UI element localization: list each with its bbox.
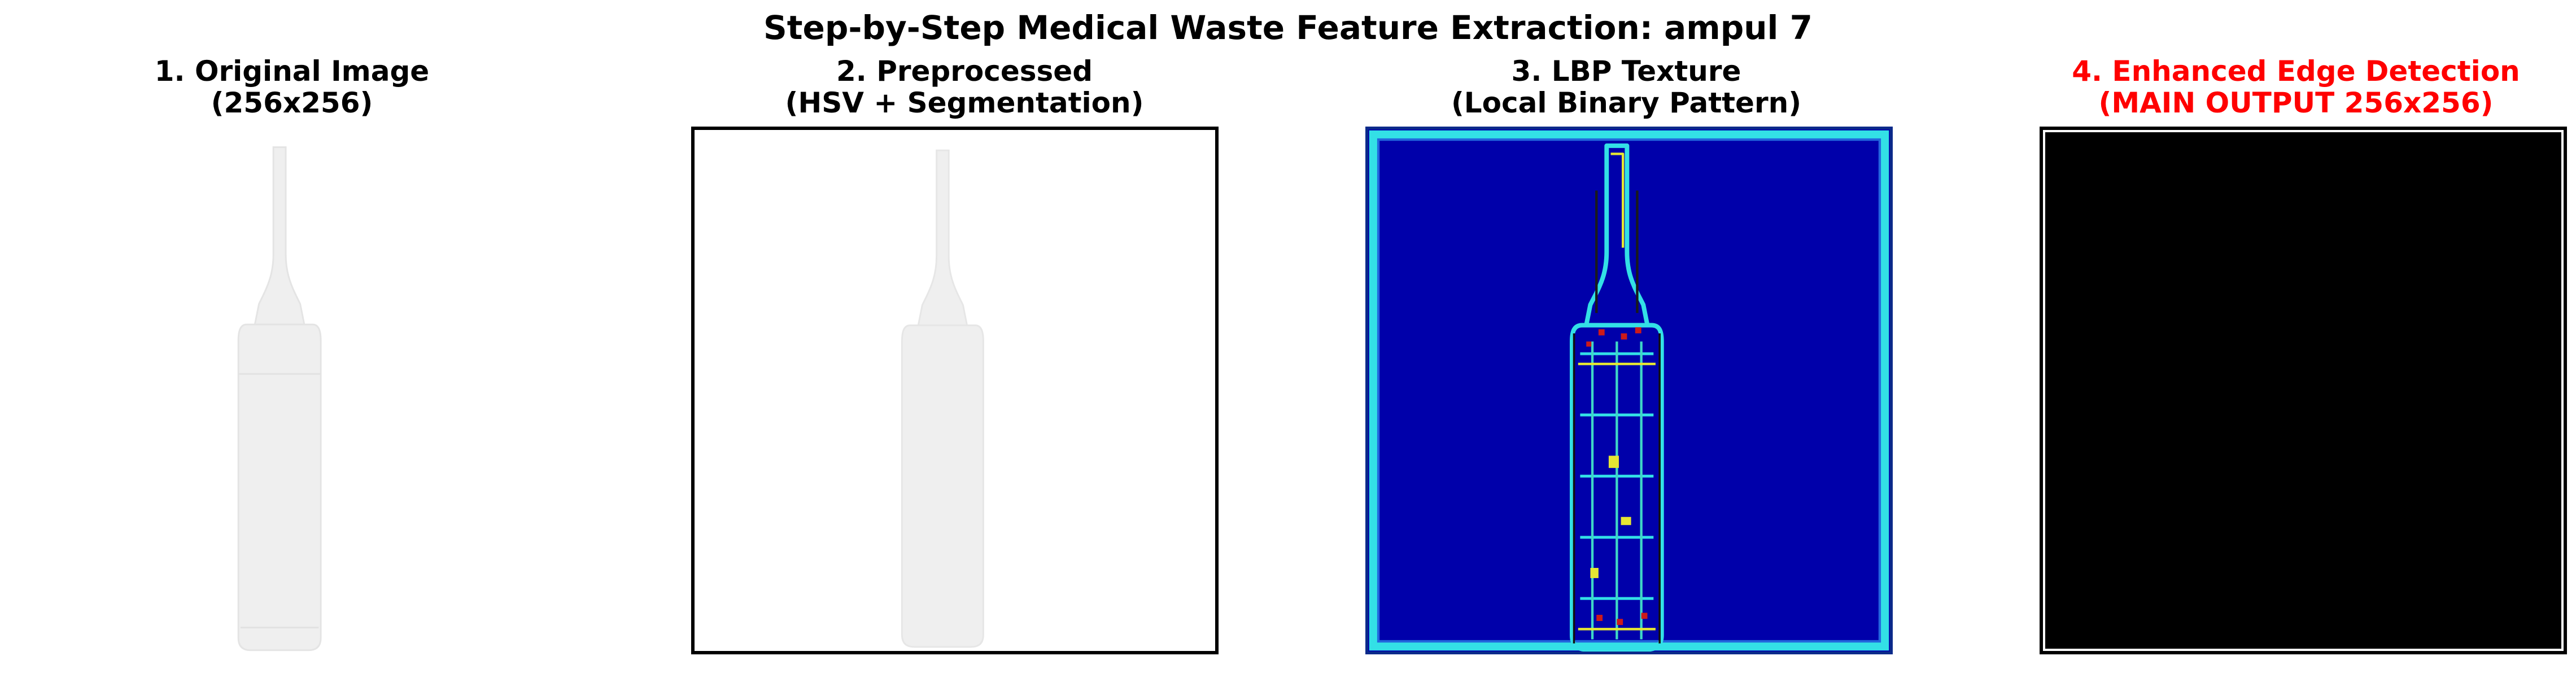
panel-1-title: 1. Original Image (256x256) bbox=[21, 55, 563, 119]
panel-1-title-line-2: (256x256) bbox=[211, 86, 373, 119]
lbp-texture-map bbox=[1368, 129, 1890, 652]
panel-4-title-line-2: (MAIN OUTPUT 256x256) bbox=[2098, 86, 2494, 119]
panel-3-title-line-2: (Local Binary Pattern) bbox=[1451, 86, 1802, 119]
lbp-texture-panel bbox=[1365, 127, 1893, 654]
preprocessed-ampoule-image bbox=[695, 130, 1215, 651]
panel-2-title-line-1: 2. Preprocessed bbox=[836, 55, 1093, 88]
panel-4-title: 4. Enhanced Edge Detection (MAIN OUTPUT … bbox=[2025, 55, 2567, 119]
edge-detection-output bbox=[2042, 129, 2565, 652]
panel-1-title-line-1: 1. Original Image bbox=[154, 55, 430, 88]
panel-2-title: 2. Preprocessed (HSV + Segmentation) bbox=[693, 55, 1235, 119]
original-ampoule-image bbox=[28, 127, 556, 654]
panel-3-title: 3. LBP Texture (Local Binary Pattern) bbox=[1355, 55, 1897, 119]
figure-title: Step-by-Step Medical Waste Feature Extra… bbox=[763, 8, 1813, 47]
panel-4-title-line-1: 4. Enhanced Edge Detection bbox=[2072, 55, 2520, 88]
original-image-panel bbox=[28, 127, 556, 654]
preprocessed-image-panel bbox=[691, 127, 1219, 654]
panel-2-title-line-2: (HSV + Segmentation) bbox=[785, 86, 1144, 119]
panel-3-title-line-1: 3. LBP Texture bbox=[1511, 55, 1741, 88]
edge-detection-panel bbox=[2040, 127, 2567, 654]
